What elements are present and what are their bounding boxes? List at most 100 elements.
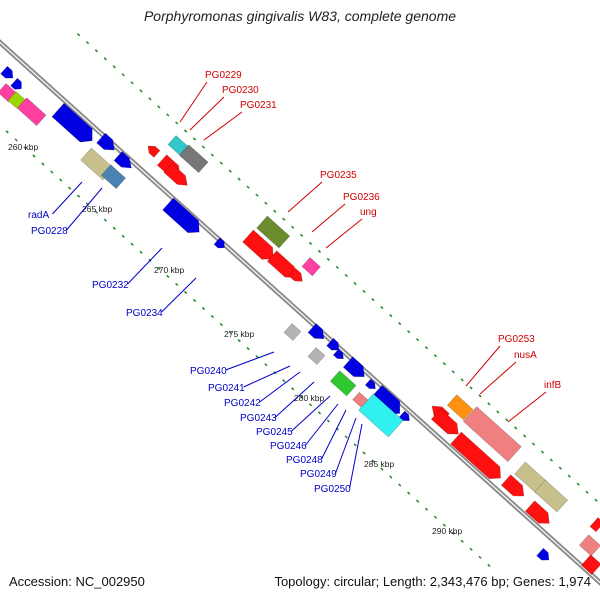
- reverse-label-leader: [66, 187, 103, 231]
- gene-feature: [578, 534, 600, 557]
- scale-dot-inner: [76, 194, 81, 198]
- reverse-label-leader: [225, 351, 275, 371]
- forward-label-leader: [311, 203, 346, 233]
- scale-dot-outer: [433, 354, 438, 358]
- genome-backbone-core: [0, 41, 600, 584]
- scale-dot-inner: [14, 138, 18, 142]
- scale-dot-inner: [407, 491, 411, 495]
- forward-gene-label: PG0236: [343, 192, 380, 203]
- gene-feature: [342, 356, 365, 378]
- scale-dot-inner: [487, 563, 491, 567]
- scale-dot-inner: [380, 467, 384, 471]
- scale-dot-inner: [192, 298, 197, 303]
- forward-label-leader: [189, 96, 225, 131]
- gene-feature: [0, 65, 14, 79]
- reverse-label-leader: [305, 403, 339, 446]
- gene-feature: [462, 406, 522, 462]
- scale-dot-outer: [317, 249, 322, 253]
- scale-dot-outer: [371, 297, 375, 302]
- topology-text: Topology: circular; Length: 2,343,476 bp…: [274, 574, 591, 589]
- kbp-tick-label: 275 kbp: [224, 329, 255, 339]
- scale-dot-inner: [326, 419, 331, 423]
- kbp-tick-label: 290 kbp: [432, 526, 463, 536]
- reverse-label-leader: [335, 417, 357, 474]
- scale-dot-inner: [371, 459, 375, 463]
- scale-dot-inner: [139, 250, 143, 254]
- scale-dot-inner: [5, 130, 9, 134]
- scale-dot-inner: [237, 339, 241, 343]
- forward-label-leader: [479, 361, 517, 395]
- gene-feature: [589, 517, 600, 533]
- forward-gene-label: PG0230: [222, 85, 259, 96]
- scale-dot-outer: [237, 177, 241, 181]
- scale-dot-outer: [531, 442, 536, 446]
- reverse-gene-label: PG0241: [208, 383, 245, 394]
- scale-dot-outer: [308, 241, 313, 245]
- scale-dot-outer: [282, 217, 286, 221]
- reverse-label-leader: [243, 365, 291, 388]
- scale-dot-outer: [451, 370, 455, 374]
- gene-feature: [256, 215, 291, 249]
- scale-dot-inner: [103, 218, 107, 222]
- scale-dot-inner: [442, 523, 446, 527]
- scale-dot-outer: [210, 153, 215, 157]
- scale-dot-outer: [157, 105, 161, 109]
- reverse-gene-label: PG0243: [240, 413, 277, 424]
- scale-dot-outer: [353, 281, 357, 286]
- scale-dot-outer: [585, 490, 589, 494]
- scale-dot-outer: [175, 121, 179, 125]
- scale-dot-inner: [121, 234, 125, 238]
- scale-dot-inner: [94, 210, 99, 214]
- scale-dot-outer: [192, 137, 197, 141]
- scale-dot-inner: [424, 507, 429, 511]
- reverse-label-leader: [161, 277, 197, 313]
- reverse-label-leader: [259, 371, 301, 403]
- gene-feature: [301, 257, 321, 277]
- scale-dot-outer: [540, 450, 545, 454]
- kbp-tick-label: 280 kbp: [294, 393, 325, 403]
- gene-feature: [580, 554, 600, 575]
- scale-dot-outer: [76, 33, 81, 37]
- gene-feature: [16, 97, 47, 127]
- reverse-gene-label: PG0228: [31, 226, 68, 237]
- kbp-tick-label: 270 kbp: [154, 265, 185, 275]
- scale-dot-outer: [424, 346, 429, 350]
- gene-feature: [332, 348, 344, 359]
- reverse-gene-label: PG0248: [286, 455, 323, 466]
- scale-dot-outer: [478, 394, 482, 398]
- forward-label-leader: [179, 81, 208, 123]
- gene-feature: [534, 479, 569, 513]
- gene-feature: [329, 370, 357, 397]
- scale-dot-inner: [460, 539, 464, 543]
- scale-dot-inner: [41, 162, 45, 166]
- scale-dot-outer: [246, 185, 250, 189]
- scale-dot-outer: [487, 402, 491, 406]
- scale-dot-inner: [415, 499, 420, 503]
- scale-dot-outer: [183, 129, 188, 133]
- scale-dot-outer: [415, 338, 420, 342]
- scale-dot-inner: [157, 266, 161, 270]
- gene-feature: [450, 431, 501, 480]
- scale-dot-outer: [406, 330, 411, 334]
- scale-dot-outer: [273, 209, 277, 213]
- gene-feature: [500, 474, 525, 497]
- gene-feature: [213, 237, 225, 249]
- gene-feature: [524, 500, 550, 524]
- map-title: Porphyromonas gingivalis W83, complete g…: [143, 8, 457, 24]
- scale-dot-inner: [50, 170, 54, 174]
- scale-dot-outer: [469, 386, 473, 390]
- forward-gene-label: infB: [544, 380, 562, 391]
- forward-gene-label: PG0253: [498, 334, 535, 345]
- scale-dot-inner: [264, 363, 268, 367]
- gene-feature: [147, 145, 161, 158]
- forward-gene-label: ung: [360, 207, 377, 218]
- forward-label-leader: [203, 111, 243, 141]
- scale-dot-outer: [299, 233, 304, 237]
- scale-dot-inner: [353, 443, 357, 447]
- scale-dot-outer: [219, 161, 223, 165]
- scale-dot-inner: [175, 282, 179, 287]
- scale-dot-outer: [148, 97, 152, 101]
- scale-dot-inner: [166, 274, 170, 278]
